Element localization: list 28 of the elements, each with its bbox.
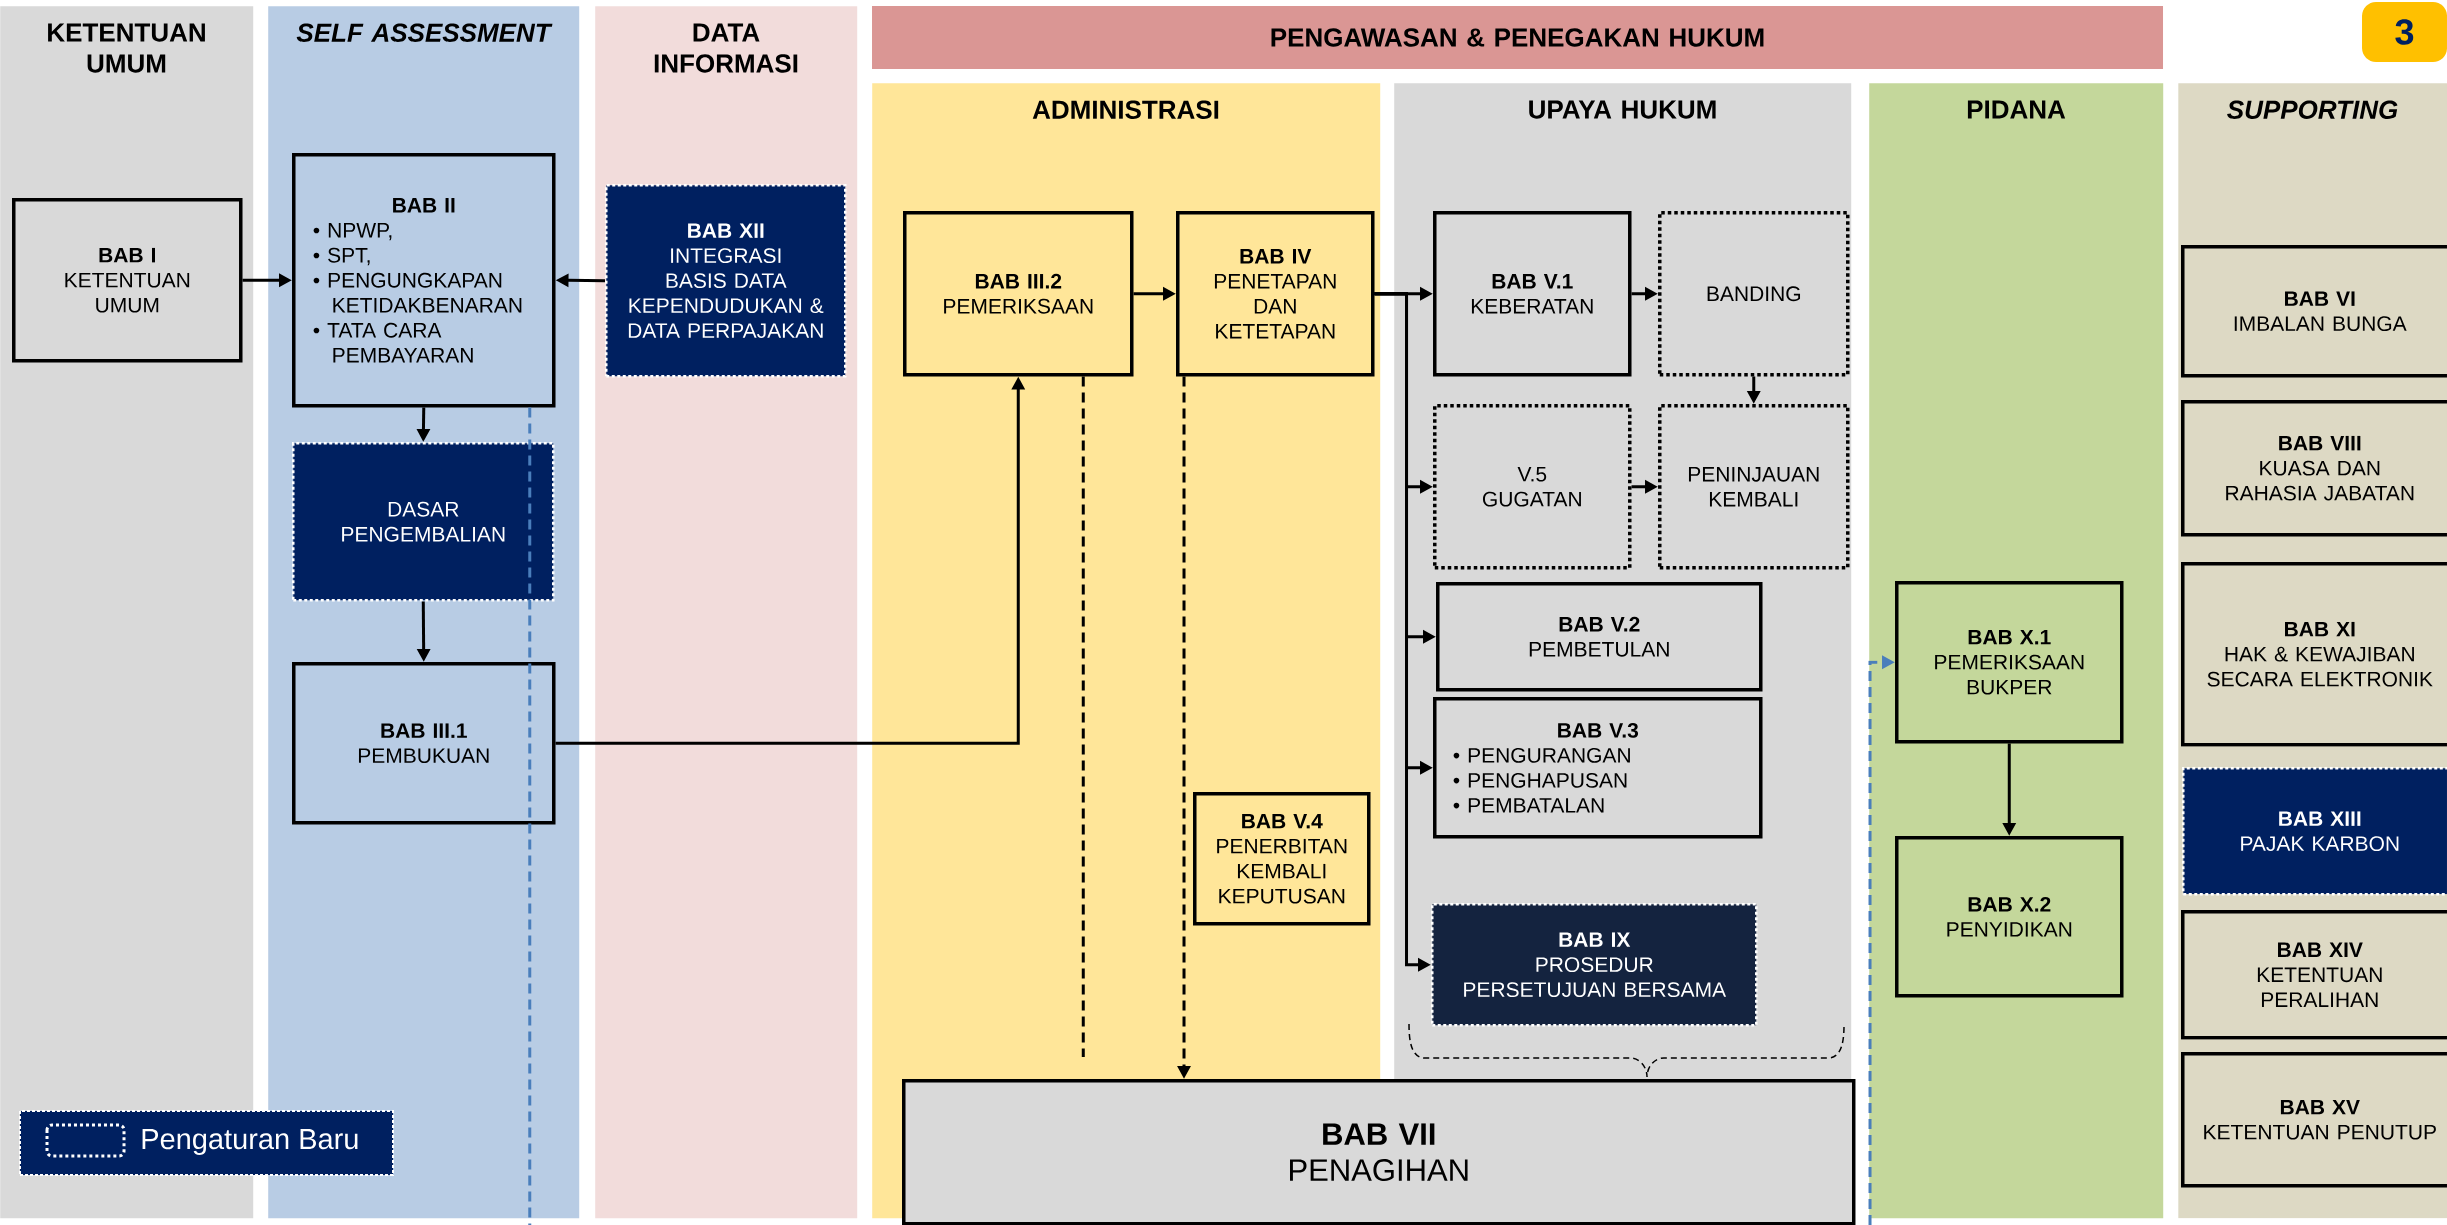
section-banner: PENGAWASAN & PENEGAKAN HUKUM	[872, 6, 2163, 69]
new-chapter-box: BAB XIII PAJAK KARBON	[2182, 767, 2447, 896]
chapter-box: BAB XIV KETENTUAN PERALIHAN	[2181, 910, 2447, 1040]
chapter-box: BANDING	[1658, 211, 1850, 377]
new-chapter-box: BAB XII INTEGRASI BASIS DATA KEPENDUDUKAN & DATA PERPAJAKAN	[605, 184, 847, 378]
chapter-box: BAB III.2 PEMERIKSAAN	[903, 211, 1134, 377]
chapter-box: V.5 GUGATAN	[1433, 404, 1632, 570]
chapter-box: BAB XI HAK & KEWAJIBAN SECARA ELEKTRONIK	[2181, 562, 2447, 747]
chapter-box: BAB III.1 PEMBUKUAN	[292, 662, 556, 825]
new-chapter-box: BAB IX PROSEDUR PERSETUJUAN BERSAMA	[1431, 903, 1758, 1027]
chapter-box: BAB VI IMBALAN BUNGA	[2181, 245, 2447, 378]
chapter-box: BAB VII PENAGIHAN	[902, 1079, 1856, 1225]
chapter-box: BAB VIII KUASA DAN RAHASIA JABATAN	[2181, 400, 2447, 537]
new-chapter-box: DASAR PENGEMBALIAN	[292, 442, 555, 602]
chapter-box: BAB V.4 PENERBITAN KEMBALI KEPUTUSAN	[1193, 792, 1371, 926]
chapter-box: BAB X.1 PEMERIKSAAN BUKPER	[1895, 581, 2124, 744]
chapter-box: BAB V.1 KEBERATAN	[1433, 211, 1632, 377]
chapter-box: BAB V.2 PEMBETULAN	[1436, 582, 1763, 692]
legend-box: Pengaturan Baru	[19, 1110, 394, 1176]
page-tab: 3	[2362, 2, 2447, 62]
chapter-box: BAB X.2 PENYIDIKAN	[1895, 836, 2124, 998]
chapter-box: BAB I KETENTUAN UMUM	[12, 198, 243, 363]
connector-line	[1081, 376, 1085, 1057]
chapter-box: BAB XV KETENTUAN PENUTUP	[2181, 1052, 2447, 1188]
chapter-box: PENINJAUAN KEMBALI	[1658, 404, 1850, 570]
chapter-box: BAB II • NPWP, • SPT, • PENGUNGKAPAN KETIDAKBENARAN • TATA CARA PEMBAYARAN	[292, 153, 556, 408]
chapter-box: BAB IV PENETAPAN DAN KETETAPAN	[1176, 211, 1375, 377]
chapter-box: BAB V.3 • PENGURANGAN • PENGHAPUSAN • PEMBATALAN	[1433, 697, 1763, 839]
